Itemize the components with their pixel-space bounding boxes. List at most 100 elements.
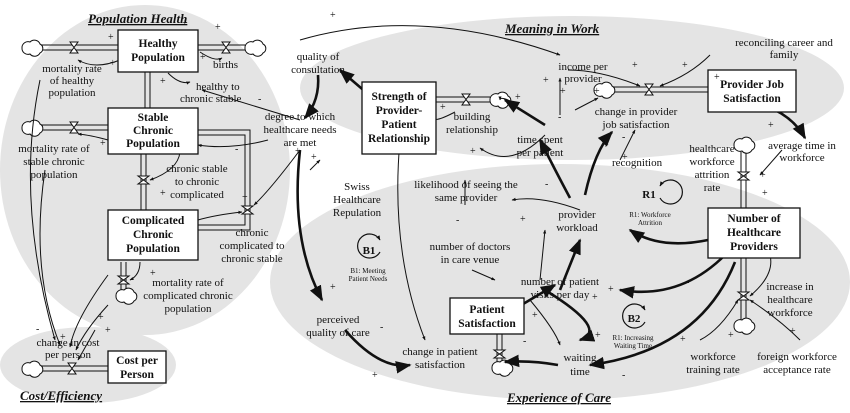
- cloud-icon: [593, 81, 616, 99]
- sector-title-population-health: Population Health: [88, 11, 187, 26]
- svg-text:+: +: [768, 120, 774, 131]
- cloud-icon: [21, 360, 44, 378]
- link: [471, 269, 496, 281]
- svg-text:+: +: [295, 146, 301, 157]
- valve-icon: [736, 171, 751, 181]
- valve-icon: [644, 83, 654, 96]
- sector-title-cost-efficiency: Cost/Efficiency: [20, 388, 102, 403]
- flow-pipe-healthy-to-stable: [144, 72, 151, 110]
- svg-text:+: +: [330, 10, 336, 21]
- link: [167, 72, 191, 85]
- var-recognition: recognition: [612, 157, 663, 169]
- link-bold: [344, 329, 412, 374]
- link: [511, 197, 581, 211]
- flow-pipe-stable-to-complicated: [140, 152, 147, 210]
- flow-pipe-births: [198, 44, 245, 51]
- svg-text:+: +: [311, 152, 317, 163]
- valve-icon: [116, 275, 131, 285]
- svg-text:+: +: [682, 60, 688, 71]
- svg-text:-: -: [686, 277, 689, 288]
- flow-pipes: [40, 44, 747, 372]
- svg-text:+: +: [543, 75, 549, 86]
- svg-text:+: +: [182, 18, 188, 29]
- svg-text:+: +: [603, 140, 609, 151]
- link: [77, 329, 96, 361]
- cloud-icon: [244, 39, 267, 57]
- link: [759, 149, 783, 176]
- svg-text:-: -: [622, 370, 625, 381]
- svg-text:+: +: [680, 334, 686, 345]
- link: [253, 149, 301, 206]
- svg-text:+: +: [110, 58, 116, 69]
- svg-text:+: +: [200, 52, 206, 63]
- link: [574, 97, 599, 111]
- link: [529, 299, 561, 346]
- var-births: births: [213, 59, 238, 71]
- link-bold: [618, 254, 726, 299]
- svg-text:+: +: [728, 330, 734, 341]
- svg-text:R1: R1: [642, 189, 655, 201]
- svg-text:-: -: [558, 112, 561, 123]
- link-bold: [303, 74, 320, 120]
- svg-text:+: +: [515, 92, 521, 103]
- valve-icon: [69, 41, 79, 54]
- link-bold: [588, 261, 737, 370]
- svg-text:+: +: [760, 170, 766, 181]
- svg-text:+: +: [108, 32, 114, 43]
- link: [539, 229, 547, 281]
- svg-text:+: +: [594, 86, 600, 97]
- svg-text:-: -: [258, 94, 261, 105]
- link-bold: [628, 228, 709, 245]
- link-bold: [503, 98, 546, 127]
- cloud-icon: [733, 136, 756, 154]
- link: [567, 69, 641, 87]
- svg-text:+: +: [790, 326, 796, 337]
- valve-icon: [492, 349, 507, 359]
- svg-text:-: -: [523, 336, 526, 347]
- sector-experience-bg: [270, 164, 850, 400]
- link: [201, 89, 301, 121]
- svg-text:+: +: [215, 22, 221, 33]
- svg-text:+: +: [348, 72, 354, 83]
- svg-text:-: -: [380, 322, 383, 333]
- link: [479, 134, 546, 157]
- svg-text:+: +: [242, 192, 248, 203]
- svg-text:+: +: [622, 152, 628, 163]
- svg-text:+: +: [632, 60, 638, 71]
- link: [129, 261, 141, 281]
- valve-icon: [240, 205, 255, 215]
- svg-text:+: +: [560, 86, 566, 97]
- svg-text:+: +: [330, 282, 336, 293]
- link: [75, 304, 109, 351]
- svg-text:+: +: [440, 102, 446, 113]
- sector-title-meaning-in-work: Meaning in Work: [504, 21, 600, 36]
- link-bold: [503, 354, 559, 368]
